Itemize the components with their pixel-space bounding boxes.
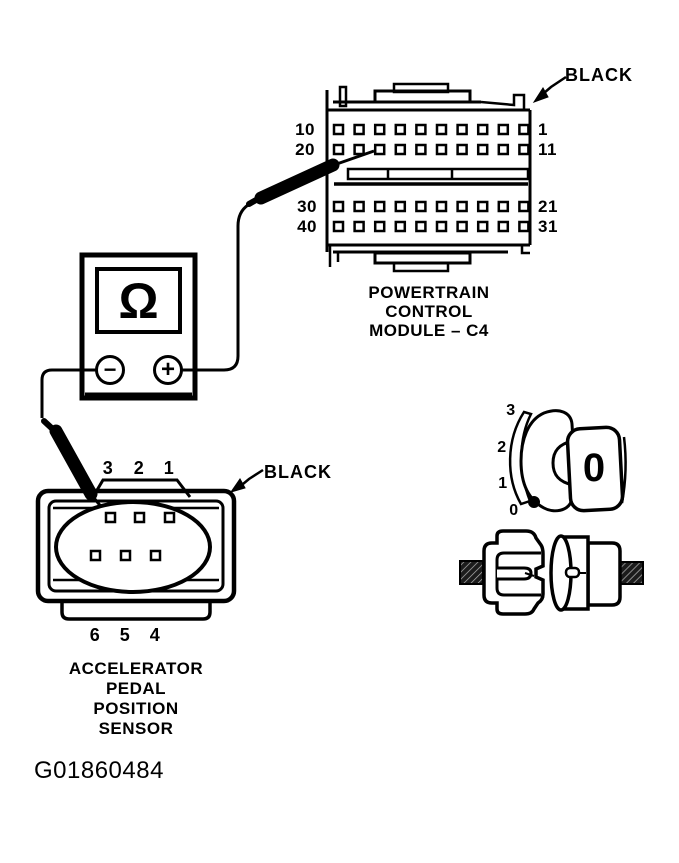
positive-test-lead xyxy=(182,149,375,372)
connector-pin xyxy=(456,220,468,233)
connector-pin xyxy=(518,143,530,156)
connector-pin xyxy=(394,143,407,156)
connector-pin xyxy=(119,549,132,562)
dial-face-label: 0 xyxy=(582,445,606,490)
sensor-pin-label-3: 3 xyxy=(102,458,114,478)
sensor-black-leader xyxy=(229,468,264,493)
connector-pin xyxy=(518,123,530,136)
dial-scale-label-3: 3 xyxy=(506,402,516,419)
sensor-title-line-3: POSITION xyxy=(93,699,179,718)
connector-pin xyxy=(332,123,345,136)
pcm-row-label-11: 11 xyxy=(538,140,557,159)
pcm-color-callout: BLACK xyxy=(565,65,633,85)
sensor-title: ACCELERATOR PEDAL POSITION SENSOR xyxy=(44,659,228,739)
connector-pin xyxy=(435,200,448,213)
connector-pin xyxy=(497,200,510,213)
connector-pin xyxy=(497,220,510,233)
connector-pin xyxy=(415,220,427,233)
ohmmeter-display-symbol: Ω xyxy=(118,272,159,329)
pcm-pin-grid xyxy=(332,123,530,233)
sensor-title-line-4: SENSOR xyxy=(98,719,174,738)
pcm-black-leader xyxy=(532,75,567,103)
pcm-row-label-1: 1 xyxy=(538,120,548,139)
ohmmeter-drawing xyxy=(79,252,198,401)
connector-pin xyxy=(394,200,407,213)
connector-pin xyxy=(373,143,386,156)
sensor-title-line-2: PEDAL xyxy=(105,679,167,698)
sensor-title-line-1: ACCELERATOR xyxy=(68,659,204,678)
pedal-dial-icon xyxy=(508,409,627,513)
connector-pin xyxy=(518,220,530,233)
connector-pin xyxy=(353,123,365,136)
connector-pin xyxy=(332,143,345,156)
pcm-title: POWERTRAIN CONTROL MODULE – C4 xyxy=(339,283,519,340)
connector-pin xyxy=(476,220,489,233)
figure-id-code: G01860484 xyxy=(34,757,164,784)
connector-pin xyxy=(394,220,407,233)
connector-pin xyxy=(456,143,468,156)
pcm-row-label-20: 20 xyxy=(295,140,315,159)
connector-pin xyxy=(133,511,146,524)
connector-pin xyxy=(456,200,468,213)
pcm-title-line-3: MODULE – C4 xyxy=(369,321,489,340)
connector-pin xyxy=(476,200,489,213)
connector-pin xyxy=(435,220,448,233)
connector-pin xyxy=(435,143,448,156)
connector-pin xyxy=(163,511,176,524)
pcm-title-line-1: POWERTRAIN xyxy=(368,283,490,302)
connector-pair-icon xyxy=(459,529,644,616)
pcm-row-label-10: 10 xyxy=(295,120,315,139)
connector-pin xyxy=(353,143,365,156)
connector-pin xyxy=(476,143,489,156)
connector-pin xyxy=(394,123,407,136)
positive-terminal-symbol: + xyxy=(160,356,175,383)
connector-pin xyxy=(415,123,427,136)
connector-pin xyxy=(518,200,530,213)
pcm-row-label-31: 31 xyxy=(538,217,558,236)
connector-pin xyxy=(353,220,365,233)
pcm-row-label-30: 30 xyxy=(297,197,317,216)
connector-pin xyxy=(353,200,365,213)
connector-pin xyxy=(373,200,386,213)
negative-terminal-symbol: − xyxy=(103,357,117,382)
connector-pin xyxy=(332,200,345,213)
connector-pin xyxy=(435,123,448,136)
sensor-connector-drawing xyxy=(35,478,237,621)
connector-pin xyxy=(332,220,345,233)
sensor-pin-label-5: 5 xyxy=(119,625,131,645)
connector-pin xyxy=(373,123,386,136)
pcm-row-label-21: 21 xyxy=(538,197,558,216)
connector-pin xyxy=(415,200,427,213)
sensor-color-callout: BLACK xyxy=(264,462,332,482)
dial-scale-label-2: 2 xyxy=(497,439,507,456)
connector-pin xyxy=(89,549,102,562)
sensor-pin-label-6: 6 xyxy=(89,625,101,645)
sensor-pin-label-4: 4 xyxy=(149,625,161,645)
dial-scale-label-0: 0 xyxy=(509,502,519,519)
connector-pin xyxy=(497,123,510,136)
connector-pin xyxy=(415,143,427,156)
pcm-title-line-2: CONTROL xyxy=(385,302,473,321)
connector-pin xyxy=(456,123,468,136)
pcm-row-label-40: 40 xyxy=(297,217,317,236)
connector-pin xyxy=(497,143,510,156)
sensor-pin-label-2: 2 xyxy=(133,458,145,478)
connector-pin xyxy=(149,549,162,562)
connector-pin xyxy=(373,220,386,233)
dial-scale-label-1: 1 xyxy=(498,475,508,492)
connector-pin xyxy=(104,511,117,524)
sensor-pin-label-1: 1 xyxy=(163,458,175,478)
connector-pin xyxy=(476,123,489,136)
pcm-connector-drawing xyxy=(325,82,532,273)
sensor-pin-grid xyxy=(89,511,176,562)
